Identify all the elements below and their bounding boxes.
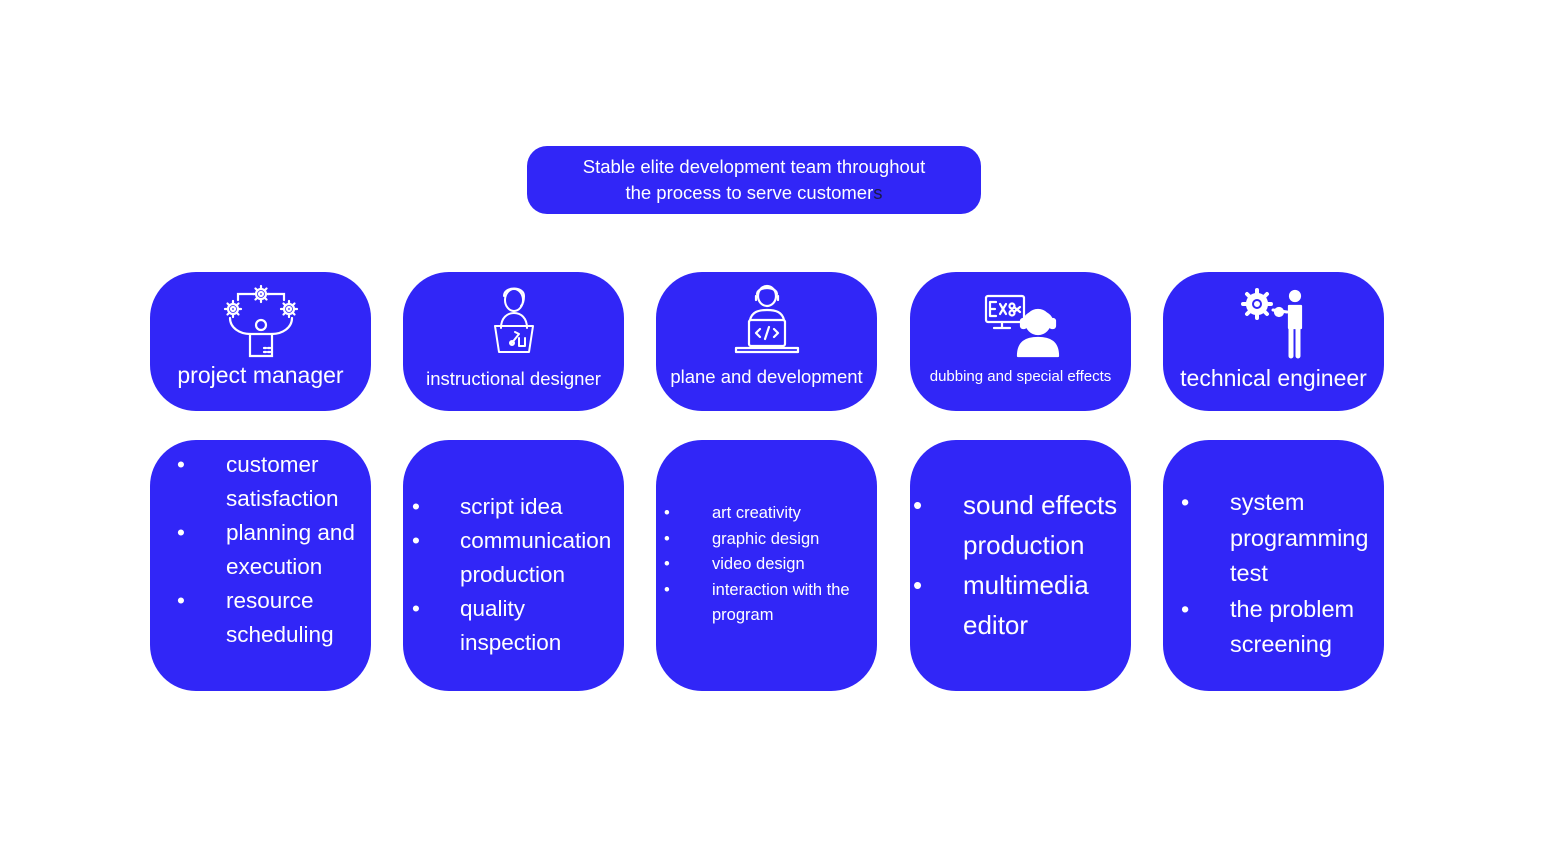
duty-item: • video design bbox=[664, 555, 805, 573]
duty-item: • sound effects production bbox=[913, 490, 1118, 560]
role-label: plane and development bbox=[670, 366, 863, 387]
duty-item: • communication production bbox=[412, 528, 612, 587]
duty-item: • interaction with the program bbox=[664, 580, 850, 625]
role-box-instructional-designer: instructional designer bbox=[403, 272, 624, 411]
role-box-dubbing-and-special-effects: dubbing and special effects bbox=[910, 272, 1131, 411]
duty-item: • the problem screening bbox=[1181, 595, 1355, 658]
duty-item: • art creativity bbox=[664, 504, 801, 522]
team-title-line2: the process to serve customer bbox=[625, 182, 874, 203]
detail-box-project-manager: • customer satisfaction • planning and e… bbox=[150, 440, 371, 691]
juggling-gears-person-icon bbox=[216, 282, 306, 360]
team-title-line2-tail: s bbox=[873, 182, 883, 203]
duty-list: • system programming test • the problem … bbox=[1163, 485, 1380, 663]
duty-list: • customer satisfaction • planning and e… bbox=[150, 448, 356, 652]
role-box-project-manager: project manager bbox=[150, 272, 371, 411]
duty-item: • quality inspection bbox=[412, 596, 562, 655]
duty-item: • graphic design bbox=[664, 529, 820, 548]
team-title-line1: Stable elite development team throughout bbox=[582, 156, 926, 177]
duty-list: • sound effects production • multimedia … bbox=[910, 485, 1131, 645]
duty-item: • customer satisfaction bbox=[177, 452, 339, 511]
engineer-gear-icon bbox=[1229, 282, 1319, 360]
duty-item: • system programming test bbox=[1181, 489, 1369, 586]
detail-box-dubbing-and-special-effects: • sound effects production • multimedia … bbox=[910, 440, 1131, 691]
team-title: Stable elite development team throughout… bbox=[583, 154, 925, 206]
role-label: dubbing and special effects bbox=[929, 368, 1112, 385]
duty-item: • planning and execution bbox=[177, 520, 355, 579]
detail-box-plane-and-development: • art creativity • graphic design • vide… bbox=[656, 440, 877, 691]
detail-box-technical-engineer: • system programming test • the problem … bbox=[1163, 440, 1384, 691]
role-box-technical-engineer: technical engineer bbox=[1163, 272, 1384, 411]
duty-item: • multimedia editor bbox=[913, 570, 1089, 640]
person-laptop-design-icon bbox=[469, 282, 559, 360]
role-label: project manager bbox=[177, 362, 344, 388]
headset-video-editor-icon bbox=[976, 282, 1066, 360]
duty-item: • resource scheduling bbox=[177, 588, 334, 647]
duty-list: • script idea • communication production… bbox=[403, 490, 622, 660]
role-box-plane-and-development: plane and development bbox=[656, 272, 877, 411]
developer-laptop-code-icon bbox=[722, 282, 812, 360]
detail-box-instructional-designer: • script idea • communication production… bbox=[403, 440, 624, 691]
role-label: technical engineer bbox=[1180, 365, 1367, 391]
duty-list: • art creativity • graphic design • vide… bbox=[656, 501, 872, 629]
team-title-box: Stable elite development team throughout… bbox=[527, 146, 981, 214]
duty-item: • script idea bbox=[412, 494, 563, 519]
role-label: instructional designer bbox=[426, 368, 601, 389]
